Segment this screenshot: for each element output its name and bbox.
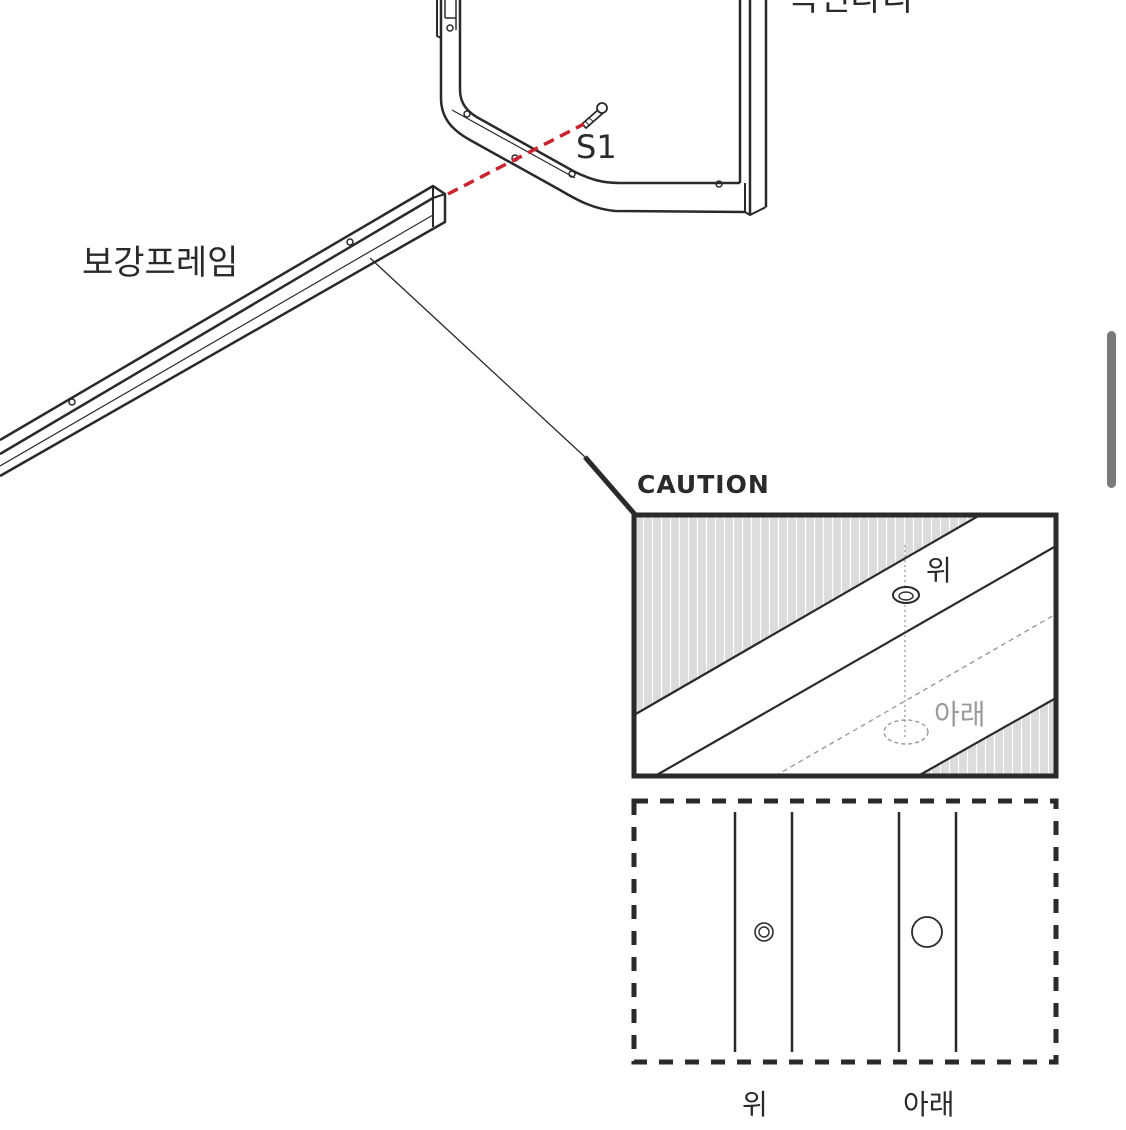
small-hole-icon [754,922,774,942]
reinforcement-frame-label: 보강프레임 [82,243,238,283]
side-leg-part [436,0,768,216]
caution-title: CAUTION [637,470,770,499]
screw-s1-icon [580,102,608,130]
alignment-guide [447,122,585,196]
scrollbar-thumb[interactable] [1107,331,1116,488]
comparison-top-label: 위 [742,1088,768,1121]
reinforcement-frame-part [0,184,447,478]
large-hole-icon [911,916,943,948]
caution-bottom-hole-label: 아래 [934,698,986,731]
hole-comparison-box [631,798,1059,1065]
side-leg-label: 측면다리 [788,0,913,19]
screw-s1-label: S1 [576,128,617,166]
caution-top-hole-label: 위 [926,554,952,587]
caution-detail-box: 위 아래 [631,512,1059,779]
comparison-bottom-label: 아래 [903,1088,955,1121]
callout-leader [369,257,640,520]
